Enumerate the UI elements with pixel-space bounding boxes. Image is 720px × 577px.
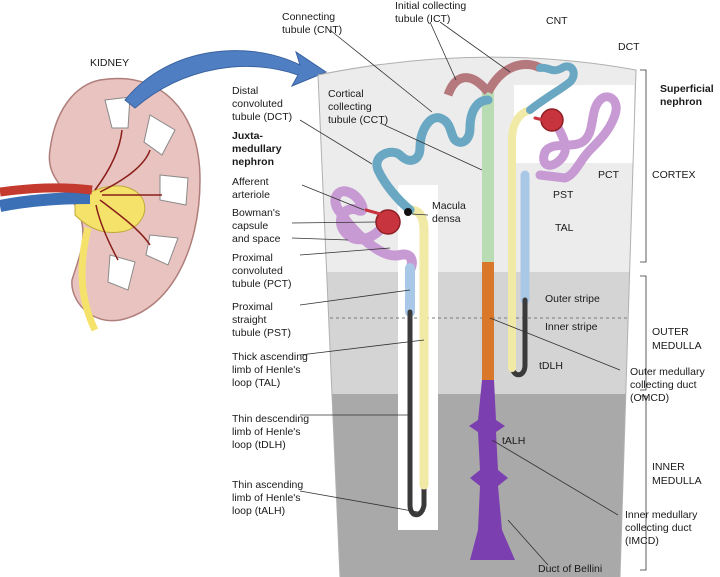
imcd-label: Inner medullary collecting duct (IMCD) (625, 509, 700, 547)
superficial-nephron-label: Superficial nephron (660, 83, 717, 108)
macula-densa-marker (404, 208, 412, 216)
talh-label: tALH (502, 435, 525, 447)
kidney-arrow (124, 50, 328, 109)
leader-lines (291, 21, 621, 566)
pst-label: PST (553, 189, 574, 201)
superficial-afferent-arteriole (533, 116, 545, 122)
macula-densa-label: Macula densa (432, 200, 469, 225)
superficial-nephron (508, 62, 621, 378)
bowmans-capsule-label: Bowman's capsule and space (232, 207, 283, 245)
proximal-convoluted-label: Proximal convoluted tubule (PCT) (232, 252, 292, 290)
outer-stripe-label: Outer stripe (545, 293, 600, 305)
tissue-block-outline (317, 56, 637, 577)
renal-pyramids (104, 96, 189, 291)
juxta-pct (330, 186, 417, 275)
duct-of-bellini-label: Duct of Bellini (538, 563, 602, 575)
tdlh-label: tDLH (539, 360, 563, 372)
thick-ascending-label: Thick ascending limb of Henle's loop (TA… (232, 351, 311, 389)
kidney-illustration: KIDNEY (0, 50, 328, 332)
proximal-straight-label: Proximal straight tubule (PST) (232, 301, 291, 339)
superficial-dct (526, 62, 578, 114)
pct-label: PCT (598, 169, 620, 181)
juxta-dct (372, 95, 493, 215)
initial-collecting-tubule-juxta (443, 73, 492, 97)
juxtamedullary-nephron (330, 95, 493, 518)
juxta-white-strip (398, 185, 438, 530)
juxta-tdlh (407, 309, 427, 518)
connecting-tubule-label: Connecting tubule (CNT) (282, 11, 342, 36)
outer-medulla-zone (318, 272, 636, 394)
cnt-top-label: CNT (546, 15, 568, 27)
zone-brackets (640, 69, 647, 571)
juxtamedullary-nephron-label: Juxta- medullary nephron (232, 130, 285, 168)
kidney-label: KIDNEY (90, 57, 129, 69)
renal-artery (0, 183, 93, 197)
cortical-collecting-label: Cortical collecting tubule (CCT) (328, 88, 388, 126)
initial-collecting-label: Initial collecting tubule (ICT) (395, 0, 469, 25)
thin-descending-label: Thin descending limb of Henle's loop (tD… (232, 413, 312, 451)
omcd-label: Outer medullary collecting duct (OMCD) (630, 366, 708, 404)
dct-top-label: DCT (618, 41, 640, 53)
cortex-label: CORTEX (652, 169, 696, 181)
inner-medullary-collecting-duct (469, 380, 515, 560)
renal-vein (0, 192, 91, 212)
kidney-vessels (94, 129, 162, 261)
inner-stripe-label: Inner stripe (545, 321, 598, 333)
afferent-arteriole-label: Afferent arteriole (232, 176, 272, 201)
distal-convoluted-label: Distal convoluted tubule (DCT) (232, 85, 292, 123)
inner-medulla-label: INNER MEDULLA (652, 461, 702, 487)
outer-medulla-label: OUTER MEDULLA (652, 326, 702, 352)
superficial-pct (535, 92, 621, 183)
juxta-afferent-arteriole (364, 208, 386, 217)
ureter (78, 227, 99, 332)
thin-ascending-label: Thin ascending limb of Henle's loop (tAL… (232, 479, 306, 517)
tal-label: TAL (555, 222, 574, 234)
collecting-duct-system (443, 59, 543, 560)
